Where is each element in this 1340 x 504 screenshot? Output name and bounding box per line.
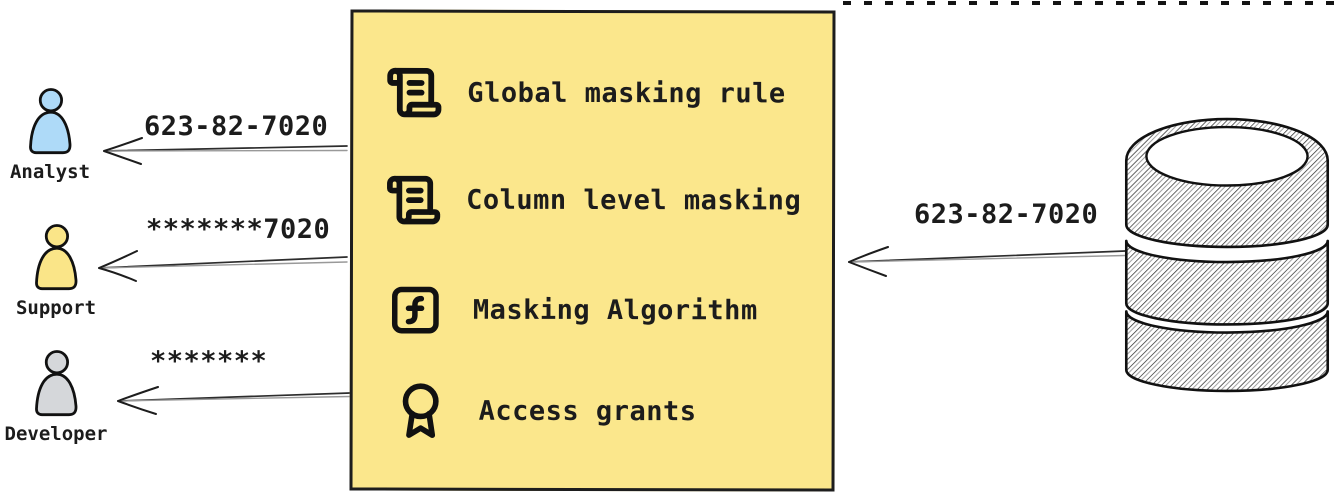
- db-opening: [1145, 125, 1309, 187]
- feature-row-access-grants: Access grants: [393, 375, 697, 448]
- persona-analyst: Analyst: [4, 88, 96, 183]
- feature-row-global-masking-rule: Global masking rule: [385, 63, 786, 124]
- arrow-database-to-box: [848, 246, 1126, 277]
- support-arrow-value: *******7020: [146, 214, 331, 245]
- person-icon: [35, 350, 78, 417]
- arrow-to-developer: [117, 386, 351, 415]
- person-icon: [29, 88, 72, 155]
- feature-label: Global masking rule: [467, 77, 786, 109]
- developer-arrow-value: *******: [150, 346, 268, 377]
- db-bottom-band: [1124, 310, 1330, 393]
- persona-label: Analyst: [9, 161, 91, 183]
- feature-label: Masking Algorithm: [472, 294, 758, 326]
- arrow-to-support: [98, 250, 348, 282]
- feature-label: Access grants: [478, 395, 697, 427]
- database-arrow-value: 623-82-7020: [914, 199, 1099, 230]
- analyst-arrow-value: 623-82-7020: [144, 111, 329, 142]
- database-cylinder-icon: [1124, 117, 1330, 393]
- person-icon: [35, 224, 78, 291]
- persona-developer: Developer: [4, 350, 108, 445]
- function-square-icon: [391, 286, 439, 334]
- feature-row-column-level-masking: Column level masking: [385, 171, 801, 230]
- award-icon: [402, 383, 439, 438]
- persona-label: Developer: [4, 423, 108, 445]
- source-database: [1123, 114, 1331, 396]
- feature-label: Column level masking: [466, 184, 802, 216]
- scroll-icon: [387, 175, 441, 224]
- masking-features-box: Global masking rule Column level masking…: [349, 9, 836, 492]
- persona-label: Support: [15, 297, 97, 319]
- scroll-icon: [387, 67, 442, 118]
- feature-row-masking-algorithm: Masking Algorithm: [388, 280, 758, 341]
- persona-support: Support: [10, 224, 102, 319]
- db-middle-band: [1124, 239, 1330, 326]
